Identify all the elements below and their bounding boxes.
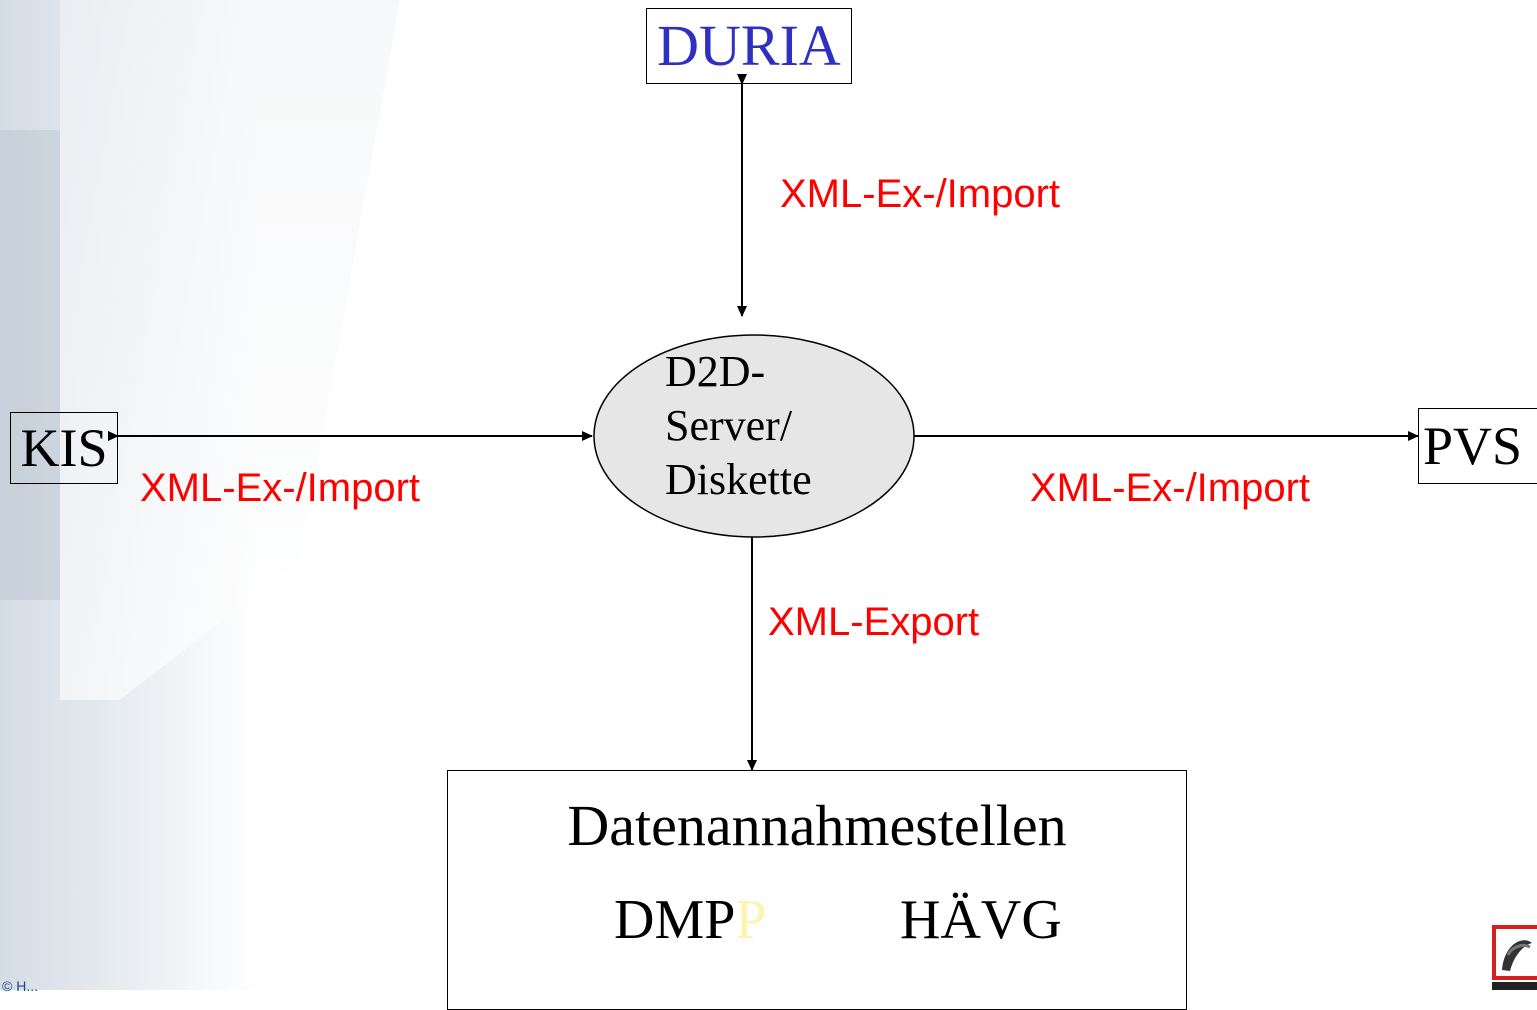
node-duria: DURIA xyxy=(646,8,852,84)
datenannahme-title: Datenannahmestellen xyxy=(567,793,1067,858)
node-pvs-label: PVS xyxy=(1423,416,1523,476)
node-server-label: D2D- Server/ Diskette xyxy=(665,345,885,507)
server-line-2: Server/ xyxy=(665,401,793,450)
edge-label-pvs: XML-Ex-/Import xyxy=(1030,466,1311,510)
server-ellipse xyxy=(593,334,915,538)
dmp-text: DMP xyxy=(614,889,736,951)
node-kis-label: KIS xyxy=(20,418,108,478)
node-pvs: PVS xyxy=(1418,408,1537,484)
haevg-label: HÄVG xyxy=(900,889,1062,951)
edge-label-kis: XML-Ex-/Import xyxy=(140,466,421,510)
edge-label-duria: XML-Ex-/Import xyxy=(780,172,1061,216)
node-datenannahmestellen: Datenannahmestellen DMPP HÄVG xyxy=(447,770,1187,1010)
company-logo-icon xyxy=(1492,925,1537,990)
node-kis: KIS xyxy=(10,412,118,484)
server-line-1: D2D- xyxy=(665,347,766,396)
edge-label-export: XML-Export xyxy=(768,600,980,644)
footer-text: © H... xyxy=(2,978,38,994)
dmp-label: DMPP xyxy=(614,885,767,955)
server-line-3: Diskette xyxy=(665,455,812,504)
dmp-faded-letter: P xyxy=(735,889,767,951)
node-duria-label: DURIA xyxy=(657,13,841,78)
